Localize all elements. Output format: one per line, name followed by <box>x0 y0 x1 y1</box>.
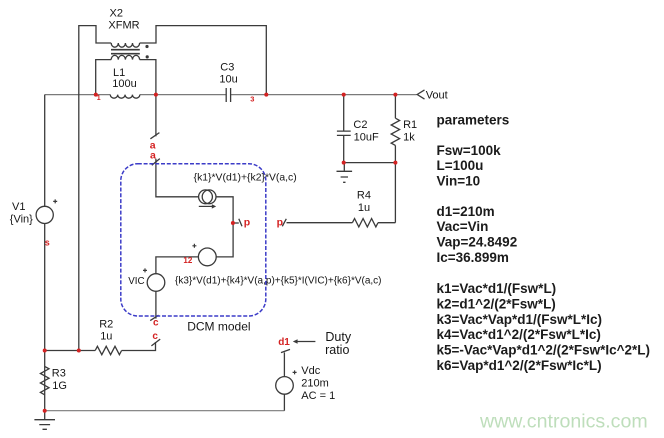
svg-text:Duty: Duty <box>325 330 351 344</box>
svg-text:V1: V1 <box>12 201 25 213</box>
svg-text:1u: 1u <box>358 202 370 214</box>
svg-text:{k3}*V(d1)+{k4}*V(a,p)+{k5}*I(: {k3}*V(d1)+{k4}*V(a,p)+{k5}*I(VIC)+{k6}*… <box>175 276 382 287</box>
svg-text:d1=210m: d1=210m <box>437 204 495 219</box>
svg-text:k4=Vac*d1^2/(2*Fsw*L*Ic): k4=Vac*d1^2/(2*Fsw*L*Ic) <box>437 327 601 342</box>
svg-text:k5=-Vac*Vap*d1^2/(2*Fsw*Ic^2*L: k5=-Vac*Vap*d1^2/(2*Fsw*Ic^2*L) <box>437 343 651 358</box>
svg-text:L=100u: L=100u <box>437 158 484 173</box>
svg-text:c: c <box>153 318 159 329</box>
svg-text:10u: 10u <box>219 74 237 86</box>
svg-text:Fsw=100k: Fsw=100k <box>437 143 502 158</box>
svg-text:Vap=24.8492: Vap=24.8492 <box>437 235 518 250</box>
svg-text:1G: 1G <box>52 380 67 392</box>
svg-text:XFMR: XFMR <box>108 20 139 32</box>
svg-text:p: p <box>277 217 283 229</box>
svg-text:3: 3 <box>250 95 254 104</box>
svg-text:X2: X2 <box>110 8 123 20</box>
svg-text:12: 12 <box>183 256 192 265</box>
svg-text:1k: 1k <box>403 131 415 143</box>
svg-text:k6=Vap*d1^2/(2*Fsw*Ic*L): k6=Vap*d1^2/(2*Fsw*Ic*L) <box>437 358 602 373</box>
svg-text:k2=d1^2/(2*Fsw*L): k2=d1^2/(2*Fsw*L) <box>437 296 556 311</box>
svg-text:R1: R1 <box>403 119 417 131</box>
svg-text:parameters: parameters <box>437 113 510 128</box>
svg-text:C3: C3 <box>220 62 234 74</box>
svg-text:c: c <box>152 331 158 342</box>
svg-text:s: s <box>45 237 50 247</box>
svg-text:R2: R2 <box>99 319 113 331</box>
svg-text:R4: R4 <box>357 190 371 202</box>
svg-text:k1=Vac*d1/(Fsw*L): k1=Vac*d1/(Fsw*L) <box>437 281 557 296</box>
svg-text:AC = 1: AC = 1 <box>301 390 335 402</box>
svg-text:L1: L1 <box>113 67 125 79</box>
svg-text:p: p <box>244 217 250 229</box>
svg-text:1: 1 <box>97 95 101 102</box>
svg-text:DCM model: DCM model <box>187 320 250 334</box>
svg-text:VIC: VIC <box>128 276 144 287</box>
svg-text:a: a <box>150 140 156 152</box>
svg-text:{Vin}: {Vin} <box>10 213 33 225</box>
svg-text:k3=Vac*Vap*d1/(Fsw*L*Ic): k3=Vac*Vap*d1/(Fsw*L*Ic) <box>437 312 602 327</box>
svg-text:R3: R3 <box>52 368 66 380</box>
svg-text:Vdc: Vdc <box>301 365 320 377</box>
svg-text:Vac=Vin: Vac=Vin <box>437 219 489 234</box>
svg-text:210m: 210m <box>301 378 329 390</box>
svg-text:Vin=10: Vin=10 <box>437 174 481 189</box>
svg-text:100u: 100u <box>112 78 136 90</box>
svg-text:Ic=36.899m: Ic=36.899m <box>437 250 509 265</box>
svg-text:10uF: 10uF <box>354 131 379 143</box>
svg-text:ratio: ratio <box>325 343 349 357</box>
svg-text:C2: C2 <box>353 119 367 131</box>
svg-text:d1: d1 <box>278 337 290 348</box>
svg-text:Vout: Vout <box>426 89 448 101</box>
svg-text:www.cntronics.com: www.cntronics.com <box>479 411 648 433</box>
svg-text:1u: 1u <box>100 330 112 342</box>
svg-text:{k1}*V(d1)+{k2}*V(a,c): {k1}*V(d1)+{k2}*V(a,c) <box>194 173 297 184</box>
svg-text:a: a <box>150 149 156 161</box>
